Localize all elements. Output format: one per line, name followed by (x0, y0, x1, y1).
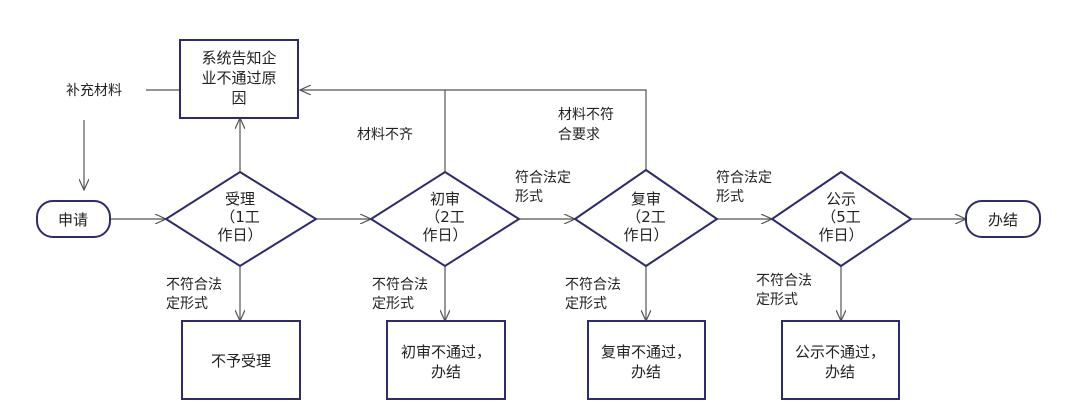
node-not-accept-text-line: 不予受理 (211, 352, 271, 370)
node-accept-text-line: （1工 (220, 208, 260, 226)
label-legal-form-2: 符合法定形式 (716, 170, 772, 205)
node-rereview-fail-text: 复审不通过， 办结 (601, 343, 691, 381)
node-initial-text-line: （2工 (425, 208, 465, 226)
label-illegal-4: 不符合法定形式 (756, 273, 812, 308)
node-publicity-fail-text: 公示不通过， 办结 (795, 343, 885, 381)
node-notify-text: 系统告知企业不通过原因 (201, 49, 276, 107)
label-illegal-2-line: 不符合法 (372, 277, 428, 293)
node-rereview-fail-text-line: 办结 (631, 363, 661, 381)
label-illegal-2: 不符合法定形式 (372, 277, 428, 312)
shapes (36, 39, 1041, 400)
node-apply-shape (36, 200, 111, 238)
label-legal-form-1: 符合法定形式 (515, 170, 571, 205)
node-apply-text-line: 申请 (58, 211, 88, 229)
node-rereview-shape (573, 168, 719, 268)
node-accept-text-line: 受理 (225, 190, 255, 208)
node-initial-text-line: 初审 (430, 190, 460, 208)
node-notify-text-line: 因 (231, 89, 246, 107)
edge-feedback-top (300, 90, 647, 170)
label-supplement: 补充材料 (66, 83, 122, 99)
label-illegal-4-line: 不符合法 (756, 273, 812, 289)
node-notify-text-line: 系统告知企 (201, 49, 276, 67)
label-mismatch: 材料不符合要求 (558, 107, 614, 143)
node-not-accept-text: 不予受理 (211, 352, 271, 370)
node-publicity-text-line: 作日） (818, 226, 863, 244)
node-publicity-fail-text-line: 办结 (825, 363, 855, 381)
label-incomplete: 材料不齐 (357, 127, 413, 143)
node-initial-fail-shape (386, 320, 506, 400)
node-initial-fail-text-line: 初审不通过， (401, 343, 491, 361)
label-legal-form-1-line: 符合法定 (515, 170, 571, 186)
node-accept-text: 受理（1工作日） (217, 190, 262, 244)
label-mismatch-line: 合要求 (558, 127, 600, 143)
node-apply-text: 申请 (58, 211, 88, 229)
label-illegal-3: 不符合法定形式 (565, 277, 621, 312)
label-illegal-1-line: 不符合法 (166, 277, 222, 293)
node-not-accept-shape (181, 320, 301, 400)
label-illegal-3-line: 定形式 (565, 296, 607, 312)
node-rereview-text: 复审（2工作日） (623, 190, 668, 244)
node-publicity-fail-shape (781, 320, 900, 400)
node-rereview-text-line: 作日） (623, 226, 668, 244)
node-publicity-fail-text-line: 公示不通过， (795, 343, 885, 361)
node-rereview-fail-text-line: 复审不通过， (601, 343, 691, 361)
node-publicity-shape (770, 170, 913, 268)
edge-labels: 补充材料 材料不齐 材料不符合要求 符合法定形式 符合法定形式 不符合法定形式 … (66, 83, 812, 312)
node-done-shape (965, 200, 1041, 238)
label-mismatch-line: 材料不符 (558, 107, 614, 123)
node-rereview-fail-shape (587, 320, 706, 400)
node-rereview-text-line: 复审 (631, 190, 661, 208)
node-notify-text-line: 业不通过原 (201, 69, 276, 87)
label-illegal-4-line: 定形式 (756, 292, 798, 308)
label-supplement-line: 补充材料 (66, 83, 122, 99)
node-texts: 申请 办结 受理（1工作日） 初审（2工作日） 复审（2工作日） 公示（5工作日… (58, 49, 1018, 381)
node-initial-text: 初审（2工作日） (422, 190, 467, 244)
label-illegal-1-line: 定形式 (166, 296, 208, 312)
label-illegal-3-line: 不符合法 (565, 277, 621, 293)
label-legal-form-2-line: 形式 (716, 189, 744, 205)
label-illegal-1: 不符合法定形式 (166, 277, 222, 312)
node-done-text: 办结 (988, 211, 1018, 229)
node-initial-fail-text: 初审不通过， 办结 (401, 343, 491, 381)
node-initial-shape (369, 170, 521, 268)
node-initial-fail-text-line: 办结 (431, 363, 461, 381)
node-initial-text-line: 作日） (422, 226, 467, 244)
node-done-text-line: 办结 (988, 211, 1018, 229)
label-legal-form-1-line: 形式 (515, 189, 543, 205)
node-accept-text-line: 作日） (217, 226, 262, 244)
label-legal-form-2-line: 符合法定 (716, 170, 772, 186)
node-accept-shape (164, 170, 318, 268)
node-notify-shape (179, 39, 299, 119)
node-publicity-text-line: 公示 (826, 190, 856, 208)
node-publicity-text-line: （5工 (821, 208, 861, 226)
node-publicity-text: 公示（5工作日） (818, 190, 863, 244)
label-incomplete-line: 材料不齐 (357, 127, 413, 143)
label-illegal-2-line: 定形式 (372, 296, 414, 312)
connectors (84, 90, 966, 321)
node-rereview-text-line: （2工 (626, 208, 666, 226)
